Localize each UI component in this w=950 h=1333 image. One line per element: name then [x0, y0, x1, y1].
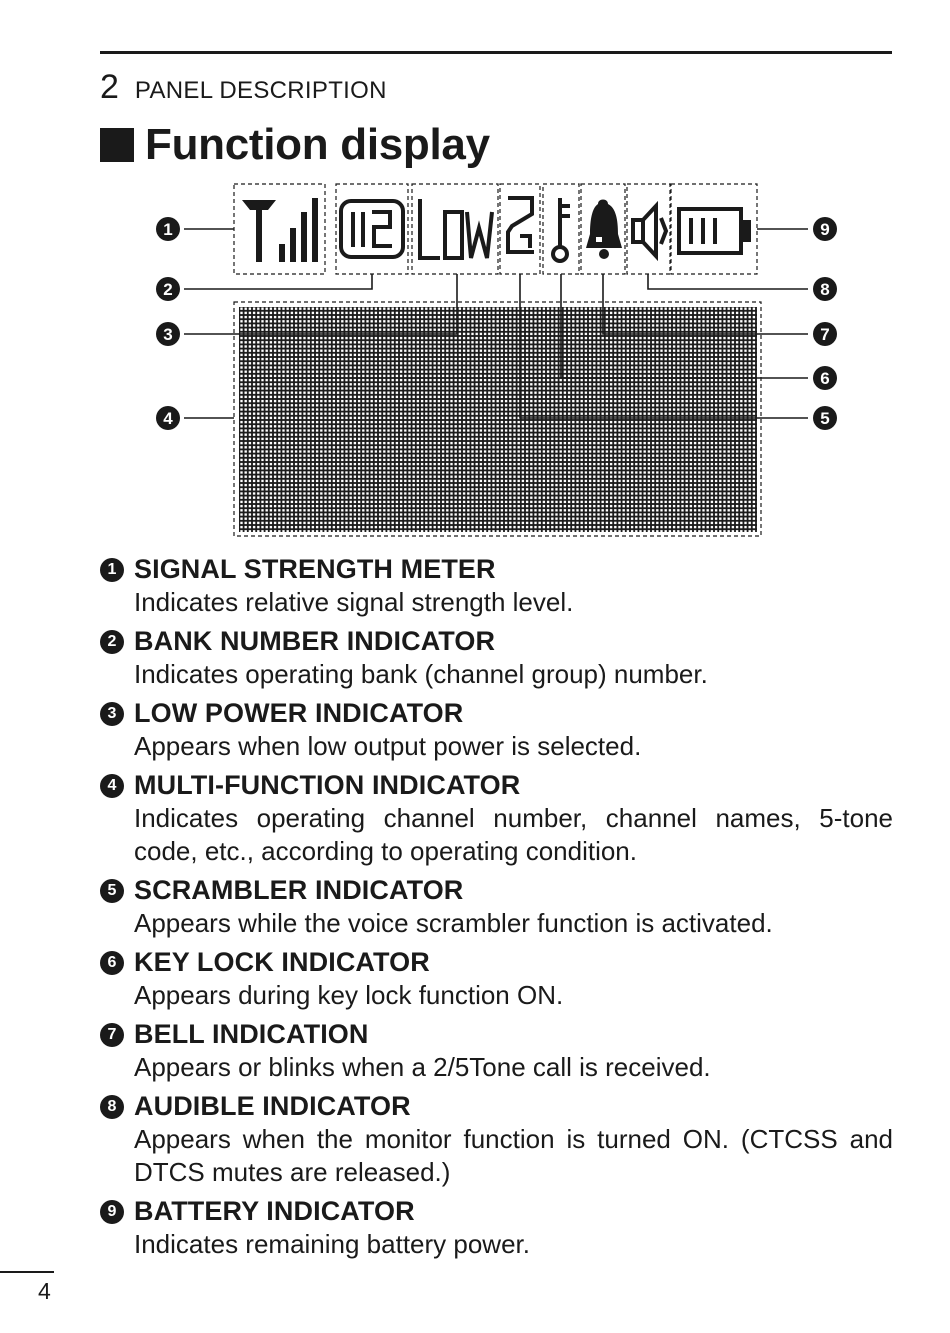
- section-header: 2 PANEL DESCRIPTION: [100, 68, 387, 108]
- item-battery: 9 BATTERY INDICATOR Indicates remaining b…: [100, 1195, 893, 1261]
- svg-text:6: 6: [820, 369, 829, 388]
- svg-text:8: 8: [820, 280, 829, 299]
- battery-box: [670, 183, 758, 275]
- item-low-power: 3 LOW POWER INDICATOR Appears when low ou…: [100, 697, 893, 763]
- matrix-box: [233, 301, 762, 537]
- item-bank-number: 2 BANK NUMBER INDICATOR Indicates operati…: [100, 625, 893, 691]
- number-badge: 1: [100, 557, 124, 582]
- number-badge: 2: [100, 629, 124, 654]
- item-description: Appears during key lock function ON.: [134, 980, 564, 1010]
- bell-icon: [586, 199, 622, 259]
- leader-7: [602, 274, 808, 335]
- dot-matrix-display: [239, 307, 757, 532]
- item-bell: 7 BELL INDICATION Appears or blinks when …: [100, 1018, 893, 1084]
- number-badge: 9: [100, 1199, 124, 1224]
- item-audible: 8 AUDIBLE INDICATOR Appears when the moni…: [100, 1090, 893, 1189]
- speaker-icon: [631, 200, 669, 262]
- item-description: Appears while the voice scrambler functi…: [134, 908, 773, 938]
- function-display-figure: 1 2 3 4 5 6 7 8 9: [0, 0, 950, 545]
- item-title: BANK NUMBER INDICATOR: [134, 626, 496, 656]
- item-multi-function: 4 MULTI-FUNCTION INDICATOR Indicates oper…: [100, 769, 893, 868]
- svg-text:3: 3: [163, 325, 172, 344]
- number-badge: 6: [100, 950, 124, 975]
- number-badge: 7: [100, 1022, 124, 1047]
- item-title: KEY LOCK INDICATOR: [134, 947, 430, 977]
- item-scrambler: 5 SCRAMBLER INDICATOR Appears while the v…: [100, 874, 893, 940]
- leader-2: [184, 274, 373, 290]
- item-title: AUDIBLE INDICATOR: [134, 1091, 411, 1121]
- callout-5: 5: [813, 406, 837, 430]
- callout-3: 3: [156, 322, 180, 346]
- number-badge: 3: [100, 701, 124, 726]
- lcd-diagram: 1 2 3 4 5 6 7 8 9: [156, 183, 837, 537]
- heading-square-icon: [100, 128, 134, 162]
- item-signal-strength: 1 SIGNAL STRENGTH METER Indicates relativ…: [100, 553, 893, 619]
- leader-6: [560, 274, 808, 379]
- bank-number-icon: [339, 199, 405, 259]
- indicator-list: 1 SIGNAL STRENGTH METER Indicates relativ…: [100, 553, 893, 1267]
- number-badge: 5: [100, 878, 124, 903]
- item-key-lock: 6 KEY LOCK INDICATOR Appears during key l…: [100, 946, 893, 1012]
- item-description: Indicates operating bank (channel group)…: [134, 659, 708, 689]
- key-lock-icon: [551, 198, 570, 263]
- svg-text:5: 5: [820, 409, 829, 428]
- number-badge: 4: [100, 773, 124, 798]
- svg-text:9: 9: [820, 220, 829, 239]
- svg-text:1: 1: [163, 220, 172, 239]
- leader-8: [647, 274, 808, 290]
- top-rule: [100, 51, 892, 54]
- item-description: Indicates relative signal strength level…: [134, 587, 574, 617]
- svg-text:2: 2: [163, 280, 172, 299]
- item-description: Indicates operating channel number, chan…: [134, 803, 893, 866]
- callout-2: 2: [156, 277, 180, 301]
- leader-5: [519, 274, 808, 419]
- low-power-icon: [418, 199, 494, 260]
- item-title: BELL INDICATION: [134, 1019, 369, 1049]
- item-description: Appears when low output power is selecte…: [134, 731, 642, 761]
- callout-8: 8: [813, 277, 837, 301]
- page-title: Function display: [145, 120, 490, 169]
- leader-3: [184, 274, 458, 335]
- item-description: Indicates remaining battery power.: [134, 1229, 530, 1259]
- callout-9: 9: [813, 217, 837, 241]
- section-number: 2: [100, 68, 119, 106]
- number-badge: 8: [100, 1094, 124, 1119]
- section-title: PANEL DESCRIPTION: [134, 77, 387, 104]
- callout-6: 6: [813, 366, 837, 390]
- footer-rule: [0, 1271, 54, 1273]
- signal-strength-icon: [242, 198, 318, 262]
- svg-text:7: 7: [820, 325, 829, 344]
- scrambler-icon: [506, 196, 534, 254]
- page-heading: Function display: [100, 120, 490, 170]
- svg-text:4: 4: [163, 409, 173, 428]
- item-description: Appears or blinks when a 2/5Tone call is…: [134, 1052, 711, 1082]
- item-title: MULTI-FUNCTION INDICATOR: [134, 770, 521, 800]
- callout-4: 4: [156, 406, 180, 430]
- item-title: BATTERY INDICATOR: [134, 1196, 415, 1226]
- page-number: 4: [38, 1278, 51, 1304]
- callout-7: 7: [813, 322, 837, 346]
- item-title: LOW POWER INDICATOR: [134, 698, 464, 728]
- item-description: Appears when the monitor function is tur…: [134, 1124, 893, 1187]
- battery-icon: [677, 207, 751, 255]
- item-title: SCRAMBLER INDICATOR: [134, 875, 464, 905]
- callout-1: 1: [156, 217, 180, 241]
- item-title: SIGNAL STRENGTH METER: [134, 554, 496, 584]
- low-box: [411, 183, 499, 275]
